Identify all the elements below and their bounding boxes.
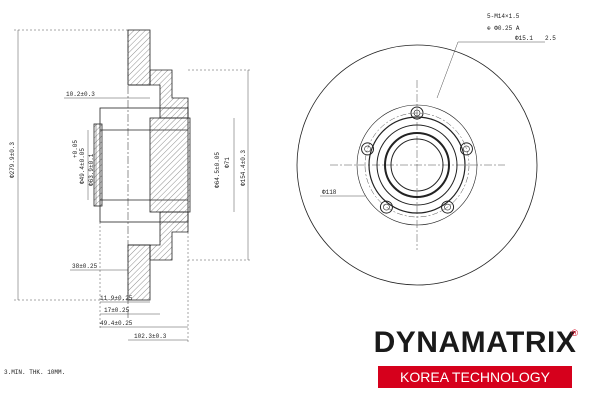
hat-lower	[149, 211, 189, 261]
dim-register-dia: Φ64.5±0.05	[214, 152, 221, 188]
bolt-holes	[361, 106, 473, 214]
brand-logo: DYNAMATRIX ® KOREA TECHNOLOGY	[372, 322, 578, 390]
dim-hat-height: 49.4±0.25	[100, 320, 133, 327]
bolt-hole-inner	[444, 203, 451, 211]
bolt-hole-inner	[364, 145, 371, 153]
dim-center-dia: Φ63.9±0.1	[88, 153, 95, 186]
dim-bore-tol: +0.05	[72, 140, 79, 158]
dim-overall: 102.3±0.3	[134, 333, 167, 340]
bolt-hole-inner	[463, 145, 470, 153]
bolt-hole	[410, 106, 424, 120]
small-depth-label: 2.5	[545, 35, 556, 42]
bolt-hole	[379, 200, 393, 214]
dim-flange-width: 38±0.25	[72, 263, 98, 270]
logo-wordmark: DYNAMATRIX	[373, 326, 577, 359]
logo-registered-mark: ®	[571, 328, 578, 338]
pcd-label: Φ118	[322, 189, 337, 196]
hat-upper	[149, 69, 189, 119]
logo-tagline: KOREA TECHNOLOGY	[378, 366, 572, 388]
bolt-pattern-label: 5-M14×1.5	[487, 13, 520, 20]
bolt-hole	[459, 142, 473, 156]
bolt-hole	[441, 200, 455, 214]
section-view	[93, 29, 191, 320]
footer-note: 3.MIN. THK. 10MM.	[4, 369, 65, 376]
dim-thickness1: 11.9±0.25	[100, 295, 133, 302]
rotor-outer-circle	[296, 44, 538, 286]
dim-register-dia2: Φ71	[224, 157, 231, 168]
dimension-lines	[14, 29, 252, 344]
dim-bore-dia: Φ49.4±0.05	[79, 148, 86, 184]
dim-hub-offset: 10.2±0.3	[66, 91, 95, 98]
face-view	[296, 41, 545, 286]
dim-thickness2: 17±0.25	[104, 307, 130, 314]
dim-hat-dia: Φ154.4±0.3	[240, 150, 247, 186]
rotor-ring-upper	[127, 29, 151, 86]
bolt-hole	[361, 142, 375, 156]
rotor-ring-lower	[127, 244, 151, 301]
bearing-seal	[93, 123, 103, 207]
bolt-hole-inner	[413, 109, 421, 117]
position-tolerance: ⊕ Φ0.25 A	[487, 25, 520, 32]
small-dia-label: Φ15.1	[515, 35, 533, 42]
dim-outer-dia: Φ279.9±0.3	[9, 142, 16, 178]
bolt-hole-inner	[383, 203, 390, 211]
hub-flange	[149, 117, 191, 213]
